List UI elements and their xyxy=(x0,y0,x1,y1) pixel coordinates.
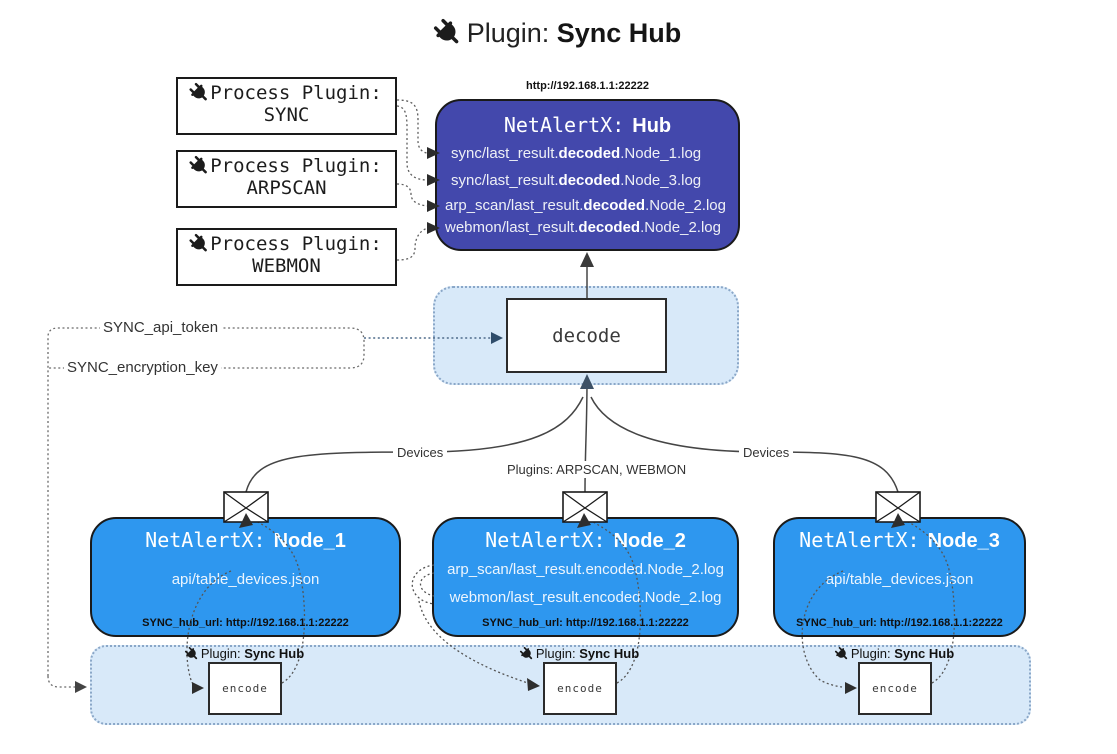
hub-box: NetAlertX: Hub sync/last_result.decoded.N… xyxy=(435,99,740,251)
edge-label-plugins-center: Plugins: ARPSCAN, WEBMON xyxy=(503,461,691,478)
wire-node2-file-curl-outer xyxy=(411,564,435,605)
title-prefix: Plugin: xyxy=(466,18,550,48)
hub-title-prefix: NetAlertX: xyxy=(503,113,625,137)
node-file: webmon/last_result.encoded.Node_2.log xyxy=(449,589,722,606)
wire-settings-to-band xyxy=(47,675,77,688)
process-plugin-webmon: Process Plugin: WEBMON xyxy=(176,228,397,286)
process-plugin-arpscan: Process Plugin: ARPSCAN xyxy=(176,150,397,208)
process-plugin-name: SYNC xyxy=(263,104,310,126)
node-3-box: NetAlertX:Node_3 api/table_devices.json … xyxy=(773,517,1026,637)
arrowhead-settings-band xyxy=(75,681,87,693)
hub-log-line: webmon/last_result.decoded.Node_2.log xyxy=(445,219,721,236)
plug-icon xyxy=(189,233,208,252)
node-file: arp_scan/last_result.encoded.Node_2.log xyxy=(447,561,724,578)
hub-log-line: arp_scan/last_result.decoded.Node_2.log xyxy=(445,197,726,214)
process-plugin-sync: Process Plugin: SYNC xyxy=(176,77,397,135)
node-hub-url: SYNC_hub_url: http://192.168.1.1:22222 xyxy=(142,617,349,629)
node-file: api/table_devices.json xyxy=(825,571,974,588)
plug-icon xyxy=(519,646,533,660)
node-2-box: NetAlertX:Node_2 arp_scan/last_result.en… xyxy=(432,517,739,637)
node-title: NetAlertX:Node_3 xyxy=(799,528,1000,552)
node-1-box: NetAlertX:Node_1 api/table_devices.json … xyxy=(90,517,401,637)
hub-log-line: sync/last_result.decoded.Node_1.log xyxy=(451,145,702,162)
hub-url: http://192.168.1.1:22222 xyxy=(526,80,649,92)
node-title: NetAlertX:Node_1 xyxy=(145,528,346,552)
process-plugin-name: ARPSCAN xyxy=(246,177,327,199)
hub-title: NetAlertX: Hub xyxy=(437,113,738,138)
edge-label-devices-right: Devices xyxy=(739,444,794,461)
encode-box: encode xyxy=(858,662,932,715)
edge-label-devices-left: Devices xyxy=(393,444,448,461)
setting-sync-api-token: SYNC_api_token xyxy=(100,319,222,337)
plug-icon xyxy=(189,82,208,101)
encode-box: encode xyxy=(543,662,617,715)
process-plugin-label-text: Process Plugin: xyxy=(210,82,382,104)
hub-title-name: Hub xyxy=(632,115,672,137)
process-plugin-label: Process Plugin: xyxy=(178,155,395,177)
hub-log-line: sync/last_result.decoded.Node_3.log xyxy=(451,172,702,189)
plug-icon xyxy=(433,18,459,44)
page-title: Plugin: Sync Hub xyxy=(0,18,1117,49)
wire-sync-to-log1 xyxy=(396,99,429,154)
node-hub-url: SYNC_hub_url: http://192.168.1.1:22222 xyxy=(796,617,1003,629)
plug-icon xyxy=(184,646,198,660)
wire-arpscan-to-log3 xyxy=(396,183,429,207)
wire-sync-to-log2 xyxy=(396,105,429,181)
node-title: NetAlertX:Node_2 xyxy=(485,528,686,552)
arrowhead-into-hub xyxy=(580,252,594,267)
encode-box: encode xyxy=(208,662,282,715)
process-plugin-label-text: Process Plugin: xyxy=(210,233,382,255)
process-plugin-label-text: Process Plugin: xyxy=(210,155,382,177)
node-hub-url: SYNC_hub_url: http://192.168.1.1:22222 xyxy=(482,617,689,629)
wire-webmon-to-log4 xyxy=(396,227,429,261)
title-name: Sync Hub xyxy=(556,18,682,48)
plug-icon xyxy=(189,155,208,174)
encoder-plugin-label: Plugin: Sync Hub xyxy=(145,646,345,661)
setting-sync-encryption-key: SYNC_encryption_key xyxy=(64,359,221,377)
plug-icon xyxy=(834,646,848,660)
process-plugin-label: Process Plugin: xyxy=(178,233,395,255)
node-file: api/table_devices.json xyxy=(171,571,320,588)
process-plugin-name: WEBMON xyxy=(252,255,321,277)
encoder-plugin-label: Plugin: Sync Hub xyxy=(795,646,995,661)
process-plugin-label: Process Plugin: xyxy=(178,82,395,104)
decode-box: decode xyxy=(506,298,667,373)
encoder-plugin-label: Plugin: Sync Hub xyxy=(480,646,680,661)
